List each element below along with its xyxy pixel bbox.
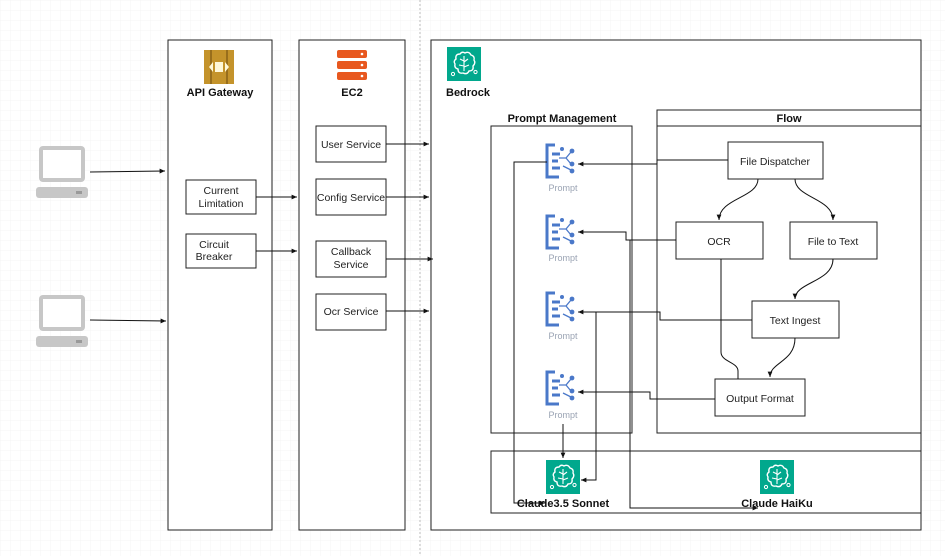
prompt-label-4: Prompt — [548, 410, 578, 420]
arrow-file-to-text-ingest — [792, 258, 834, 300]
ec2-container — [298, 39, 406, 531]
ocr-node — [675, 221, 764, 260]
output-format-node — [714, 378, 806, 417]
arrow-dispatcher-ocr — [716, 178, 759, 221]
model-haiku-label: Claude HaiKu — [741, 498, 813, 510]
desktop-computer-icon — [36, 295, 88, 347]
desktop-computer-icon — [36, 146, 88, 198]
model-sonnet-label: Claude3.5 Sonnet — [517, 498, 610, 510]
arrow-ingest-prompt3 — [578, 309, 752, 321]
ocr-service-text: Ocr Service — [324, 306, 379, 318]
bedrock-label: Bedrock — [446, 87, 491, 99]
arrow-client2-gateway — [89, 318, 167, 324]
text-ingest-node — [751, 300, 840, 339]
api-gateway-label: API Gateway — [187, 87, 255, 99]
config-service-text: Config Service — [317, 192, 385, 204]
brain-circuit-icon — [446, 46, 482, 82]
flow-label: Flow — [776, 113, 801, 125]
arrow-ocr-prompt2 — [578, 229, 676, 241]
text-ingest-text: Text Ingest — [770, 315, 821, 327]
arrow-prompt3-sonnet — [581, 312, 597, 483]
brain-circuit-icon — [545, 459, 581, 495]
user-service-text: User Service — [321, 139, 381, 151]
prompt-label-1: Prompt — [548, 183, 578, 193]
brain-circuit-icon — [759, 459, 795, 495]
server-stack-icon — [337, 50, 367, 80]
arrow-prompt2-haiku — [629, 240, 758, 511]
ocr-service-box — [315, 293, 387, 331]
ec2-label: EC2 — [341, 87, 362, 99]
api-gateway-icon — [204, 50, 234, 84]
user-service-box — [315, 125, 387, 163]
prompt-label-2: Prompt — [548, 253, 578, 263]
arrow-prompt1-haiku — [513, 161, 547, 506]
arrow-client1-gateway — [89, 168, 166, 174]
api-gateway-container — [167, 39, 273, 531]
arrow-output-prompt4 — [578, 389, 715, 400]
arrow-dispatcher-prompt1 — [578, 159, 728, 167]
circuit-breaker-box — [185, 233, 257, 269]
config-service-box — [315, 178, 387, 216]
prompt-management-label: Prompt Management — [508, 113, 617, 125]
prompt-management-container — [490, 125, 633, 434]
prompt-label-3: Prompt — [548, 331, 578, 341]
arrow-ingest-output — [767, 337, 796, 378]
line-ocr-output — [720, 259, 739, 379]
output-format-text: Output Format — [726, 393, 794, 405]
file-dispatcher-text: File Dispatcher — [740, 156, 811, 168]
file-to-text-text: File to Text — [808, 236, 859, 248]
ocr-node-text: OCR — [707, 236, 731, 248]
arrow-dispatcher-file-to-text — [794, 178, 836, 221]
